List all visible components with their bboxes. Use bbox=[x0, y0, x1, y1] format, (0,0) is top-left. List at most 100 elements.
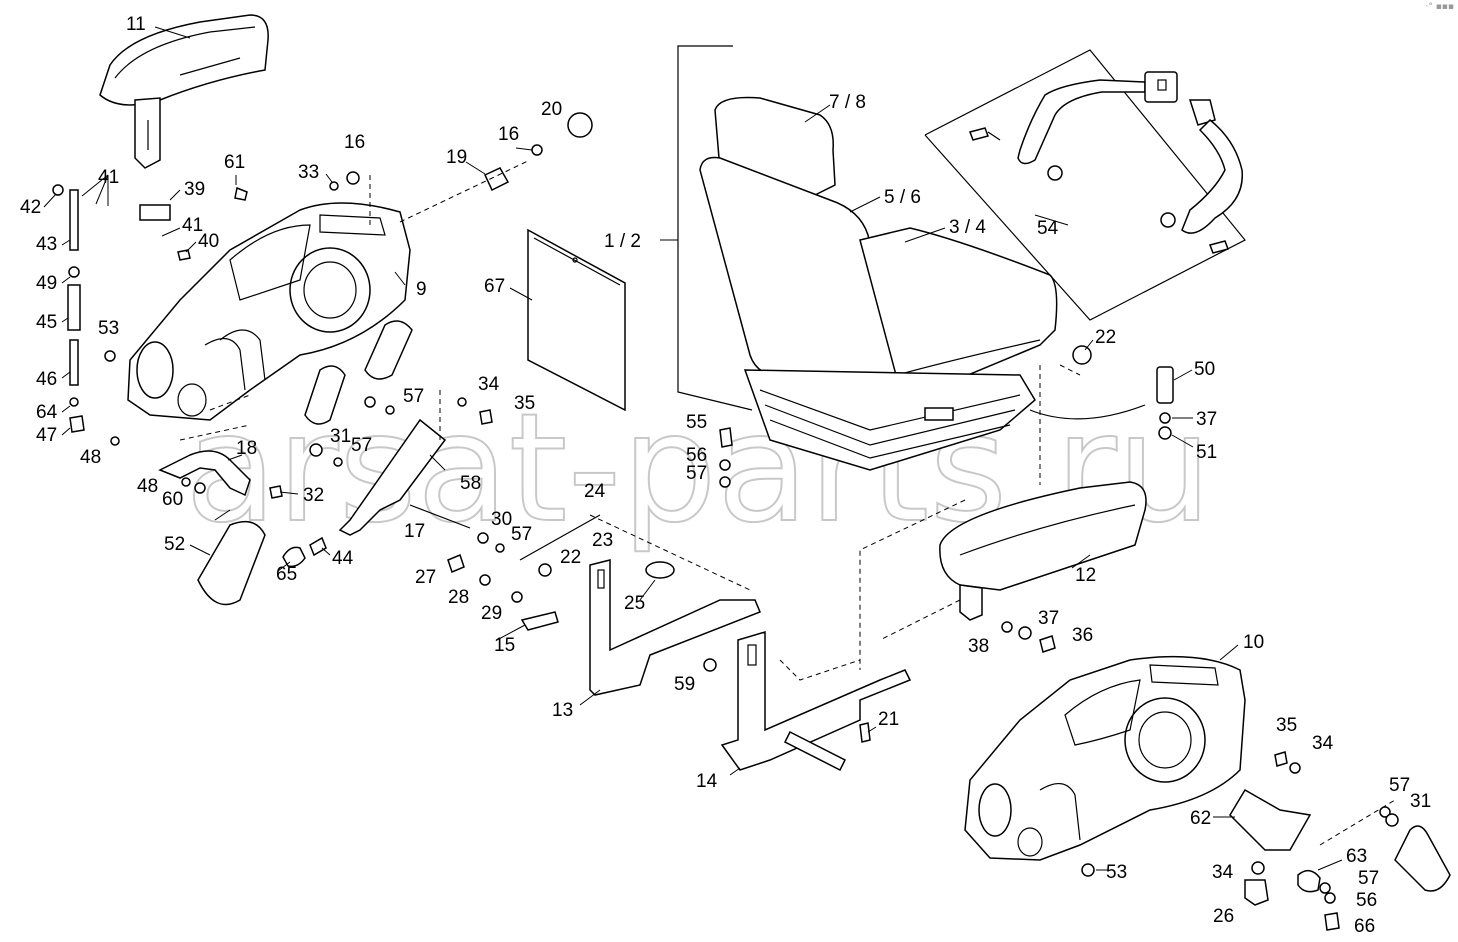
part-label: 48 bbox=[137, 476, 158, 497]
part-label: 25 bbox=[624, 593, 645, 614]
part-label: 47 bbox=[36, 425, 57, 446]
bracket-14 bbox=[720, 630, 912, 772]
part-label: 41 bbox=[182, 215, 203, 236]
cylinder-left-top bbox=[364, 320, 413, 380]
part-label: 60 bbox=[162, 489, 183, 510]
part-label: 50 bbox=[1194, 359, 1215, 380]
part-label: 34 bbox=[1212, 862, 1234, 883]
bracket-62 bbox=[1229, 788, 1312, 851]
part-label: 38 bbox=[968, 636, 989, 657]
part-label: 53 bbox=[1106, 862, 1127, 883]
part-label: 19 bbox=[446, 147, 467, 168]
part-label: 31 bbox=[1410, 791, 1431, 812]
part-label: 65 bbox=[276, 564, 297, 585]
part-label: 54 bbox=[1037, 218, 1059, 239]
part-label: 55 bbox=[686, 412, 707, 433]
part-label: 31 bbox=[330, 426, 351, 447]
bracket-58 bbox=[338, 418, 447, 536]
part-label: 57 bbox=[1389, 775, 1410, 796]
bracket-13 bbox=[589, 559, 761, 696]
part-label: 59 bbox=[674, 674, 695, 695]
seat-belt bbox=[924, 49, 1246, 321]
part-label: 57 bbox=[403, 386, 424, 407]
part-label: 26 bbox=[1213, 906, 1234, 927]
part-label: 34 bbox=[1312, 733, 1334, 754]
cylinder-left-31 bbox=[304, 365, 346, 425]
part-label: 39 bbox=[184, 179, 205, 200]
seat-assembly bbox=[699, 96, 1058, 471]
gas-spring-23 bbox=[519, 514, 601, 561]
part-label: 20 bbox=[541, 99, 562, 120]
assembly-lines bbox=[179, 159, 1396, 846]
part-label: 51 bbox=[1196, 442, 1217, 463]
part-label: 27 bbox=[415, 567, 436, 588]
part-label: 44 bbox=[332, 548, 354, 569]
part-label: 21 bbox=[878, 709, 899, 730]
part-label: 30 bbox=[491, 509, 512, 530]
part-label: 57 bbox=[351, 435, 372, 456]
cylinder-right-31 bbox=[1394, 825, 1451, 892]
part-label: 34 bbox=[478, 374, 500, 395]
part-label: 28 bbox=[448, 587, 469, 608]
part-label: 49 bbox=[36, 273, 57, 294]
part-label: 48 bbox=[80, 447, 101, 468]
leader-lines-left bbox=[43, 147, 533, 436]
part-label: 57 bbox=[686, 463, 707, 484]
part-label: 41 bbox=[98, 167, 119, 188]
rod-17 bbox=[409, 504, 471, 529]
part-label: 33 bbox=[298, 162, 319, 183]
side-panel-left bbox=[127, 202, 411, 421]
part-label: 18 bbox=[236, 438, 257, 459]
part-label: 40 bbox=[198, 231, 219, 252]
part-label: 56 bbox=[686, 445, 707, 466]
part-label: 66 bbox=[1354, 916, 1375, 937]
part-label: 16 bbox=[344, 132, 365, 153]
manual-pocket bbox=[527, 228, 626, 412]
part-label: 23 bbox=[592, 530, 613, 551]
part-label: 13 bbox=[552, 700, 573, 721]
corner-mark: ·° ▪▪▪ bbox=[1425, 2, 1454, 12]
part-label: 61 bbox=[224, 152, 245, 173]
part-label: 46 bbox=[36, 369, 57, 390]
motion-arrow bbox=[1029, 404, 1146, 420]
part-label: 37 bbox=[1038, 608, 1059, 629]
part-label: 1 / 2 bbox=[604, 231, 641, 252]
part-label: 43 bbox=[36, 234, 57, 255]
part-label: 64 bbox=[36, 402, 58, 423]
part-label: 9 bbox=[416, 279, 427, 300]
leader-lines bbox=[154, 26, 1343, 871]
part-label: 45 bbox=[36, 312, 57, 333]
part-label: 56 bbox=[1356, 890, 1377, 911]
part-label: 5 / 6 bbox=[884, 187, 921, 208]
part-label: 22 bbox=[560, 547, 581, 568]
part-label: 29 bbox=[481, 603, 502, 624]
part-labels: 11 7 / 8 20 16 16 33 19 61 41 42 39 41 4… bbox=[20, 14, 1431, 937]
part-label: 7 / 8 bbox=[829, 92, 866, 113]
part-label: 58 bbox=[460, 473, 481, 494]
part-label: 36 bbox=[1072, 625, 1093, 646]
fasteners bbox=[52, 112, 1399, 931]
part-label: 67 bbox=[484, 276, 505, 297]
armrest-left bbox=[99, 14, 269, 169]
clamp-18 bbox=[158, 450, 251, 497]
part-label: 35 bbox=[514, 393, 535, 414]
part-label: 37 bbox=[1196, 409, 1217, 430]
part-label: 62 bbox=[1190, 808, 1211, 829]
part-label: 42 bbox=[20, 197, 41, 218]
part-label: 57 bbox=[1358, 868, 1379, 889]
part-label: 24 bbox=[584, 481, 606, 502]
cylinder-52 bbox=[197, 520, 266, 606]
side-panel-right bbox=[964, 655, 1246, 861]
part-label: 53 bbox=[98, 318, 119, 339]
part-label: 10 bbox=[1243, 632, 1264, 653]
part-label: 52 bbox=[164, 534, 185, 555]
seat-bracket-line bbox=[677, 45, 753, 411]
armrest-right bbox=[939, 481, 1147, 621]
part-label: 35 bbox=[1276, 715, 1297, 736]
part-label: 32 bbox=[303, 485, 324, 506]
part-label: 3 / 4 bbox=[949, 217, 986, 238]
part-label: 57 bbox=[511, 524, 532, 545]
part-label: 63 bbox=[1346, 846, 1367, 867]
part-label: 12 bbox=[1075, 565, 1096, 586]
